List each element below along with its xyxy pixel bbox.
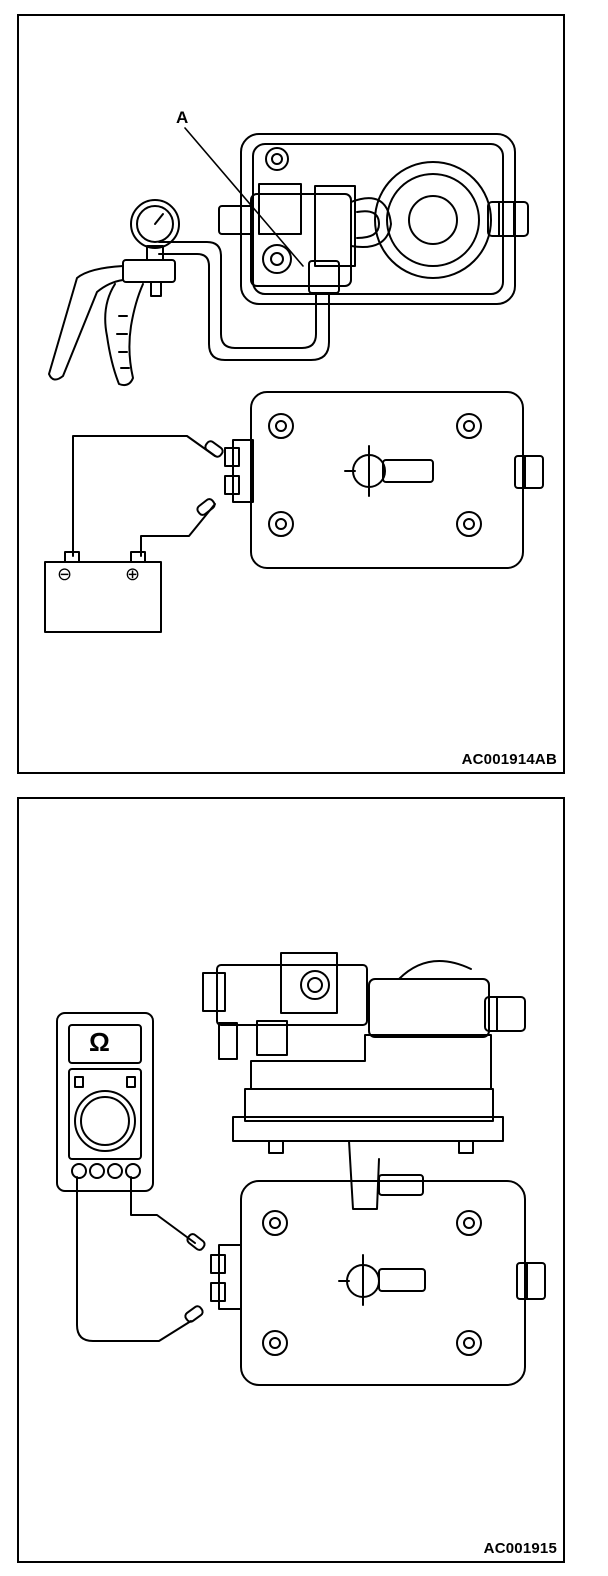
- vacuum-test-drawing: [44, 127, 544, 633]
- solenoid-valve-assembly-top-view: [218, 133, 529, 305]
- test-leads: [76, 1176, 206, 1342]
- figure-code: AC001914AB: [461, 751, 557, 768]
- resistance-test-drawing: [56, 952, 546, 1386]
- ohmmeter: [56, 1012, 154, 1192]
- ohm-symbol: Ω: [89, 1027, 110, 1057]
- battery-wiring: [72, 435, 224, 557]
- callout-a-label: A: [176, 108, 189, 127]
- battery: [44, 551, 162, 633]
- battery-negative-symbol: ⊖: [57, 564, 73, 584]
- solenoid-valve-assembly-side-view: [202, 952, 526, 1210]
- figure-vacuum-test: A ⊖ ⊕ AC001914AB: [17, 14, 565, 774]
- battery-positive-symbol: ⊕: [125, 564, 141, 584]
- solenoid-valve-bottom-view: [224, 391, 544, 569]
- callout-leader-a: [184, 127, 304, 267]
- figure-code: AC001915: [483, 1540, 557, 1557]
- vacuum-hose: [158, 241, 330, 361]
- figure-resistance-test: Ω AC001915: [17, 797, 565, 1563]
- vacuum-pump: [48, 199, 180, 387]
- solenoid-valve-bottom-view: [210, 1180, 546, 1386]
